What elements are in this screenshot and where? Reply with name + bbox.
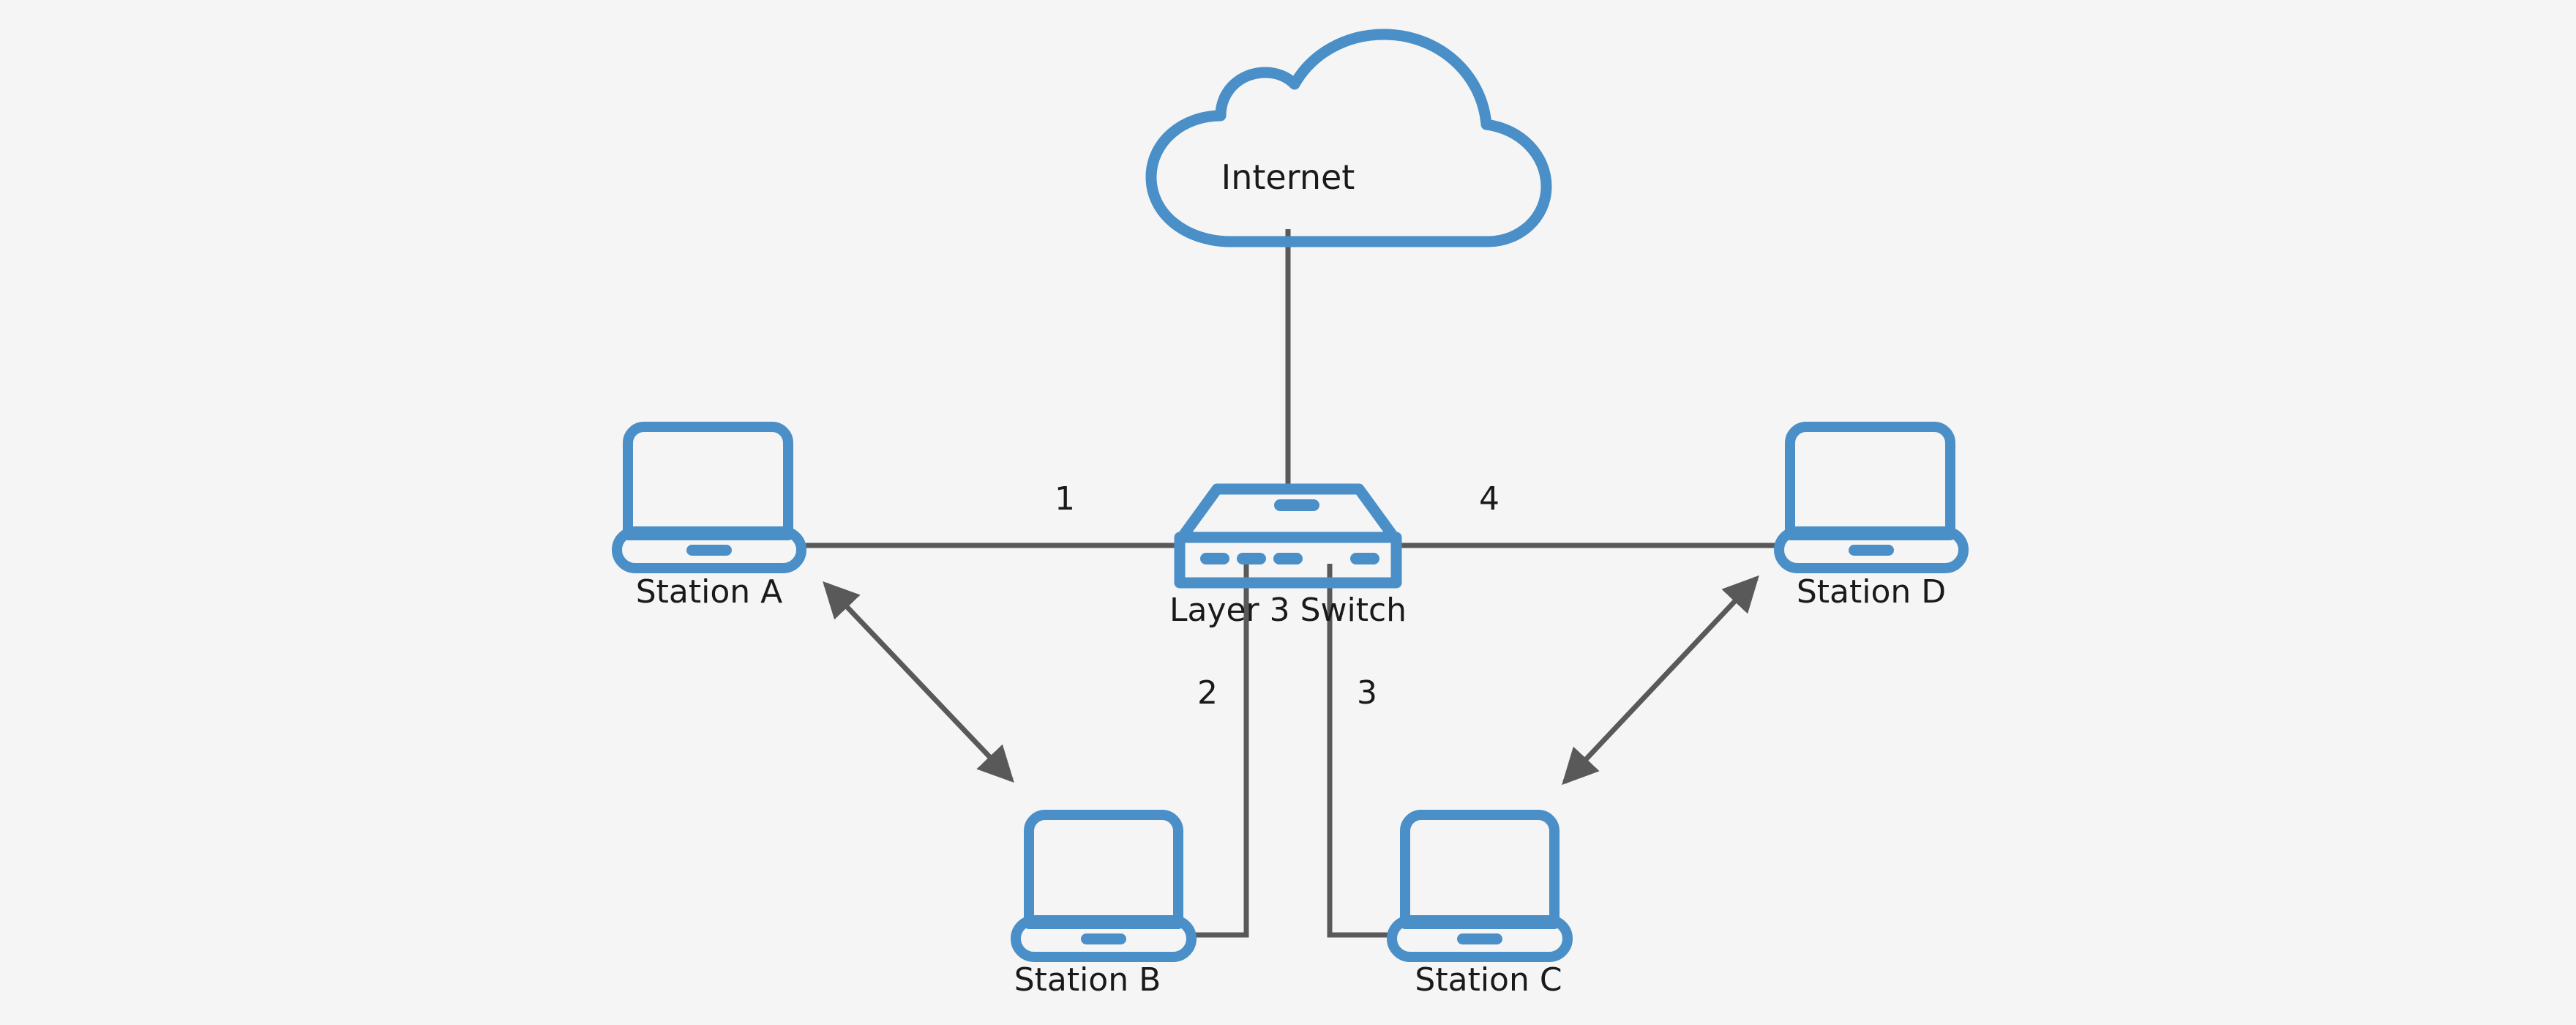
- laptop-trackpad-a: [686, 545, 732, 556]
- flow-a-b-arrow[interactable]: [823, 581, 1014, 783]
- node-switch[interactable]: Layer 3 Switch: [1169, 483, 1407, 629]
- cloud-icon: [1145, 29, 1552, 247]
- port-label-2: 2: [1197, 674, 1218, 712]
- laptop-screen-icon-a: [623, 422, 793, 540]
- station-a-label: Station A: [636, 573, 783, 611]
- switch-top-led: [1274, 499, 1319, 511]
- link-port-2[interactable]: [1187, 564, 1249, 938]
- node-station-c[interactable]: Station C: [1387, 810, 1573, 999]
- laptop-base-icon-a: [612, 526, 806, 573]
- laptop-screen-icon-d: [1785, 422, 1955, 540]
- internet-label: Internet: [1221, 157, 1355, 197]
- switch-port-led-3: [1273, 553, 1303, 564]
- port-label-4: 4: [1479, 480, 1499, 518]
- switch-front-face: [1174, 532, 1402, 589]
- node-station-a[interactable]: Station A: [612, 422, 806, 611]
- laptop-base-icon-c: [1387, 915, 1573, 962]
- switch-status-led: [1350, 553, 1379, 564]
- switch-port-led-2: [1237, 553, 1266, 564]
- laptop-trackpad-b: [1081, 933, 1126, 944]
- laptop-trackpad-d: [1849, 545, 1894, 556]
- flow-layer: [823, 575, 1759, 786]
- link-layer: [804, 229, 1777, 938]
- port-label-3: 3: [1357, 674, 1377, 712]
- switch-port-led-1: [1200, 553, 1229, 564]
- station-d-label: Station D: [1797, 573, 1946, 611]
- station-c-label: Station C: [1415, 961, 1562, 999]
- laptop-screen-icon-b: [1024, 810, 1183, 929]
- station-b-label: Station B: [1014, 961, 1161, 999]
- node-station-d[interactable]: Station D: [1774, 422, 1969, 611]
- switch-top-face: [1176, 483, 1400, 543]
- laptop-base-icon-d: [1774, 526, 1969, 573]
- laptop-base-icon-b: [1011, 915, 1197, 962]
- flow-c-d-arrow[interactable]: [1562, 575, 1759, 786]
- link-port-3[interactable]: [1327, 564, 1390, 938]
- node-internet[interactable]: Internet: [1145, 29, 1552, 247]
- port-label-1: 1: [1055, 480, 1075, 518]
- laptop-screen-icon-c: [1400, 810, 1560, 929]
- laptop-trackpad-c: [1457, 933, 1502, 944]
- node-station-b[interactable]: Station B: [1011, 810, 1197, 999]
- port-label-layer: 1 2 3 4: [1055, 480, 1499, 712]
- switch-label: Layer 3 Switch: [1169, 592, 1407, 629]
